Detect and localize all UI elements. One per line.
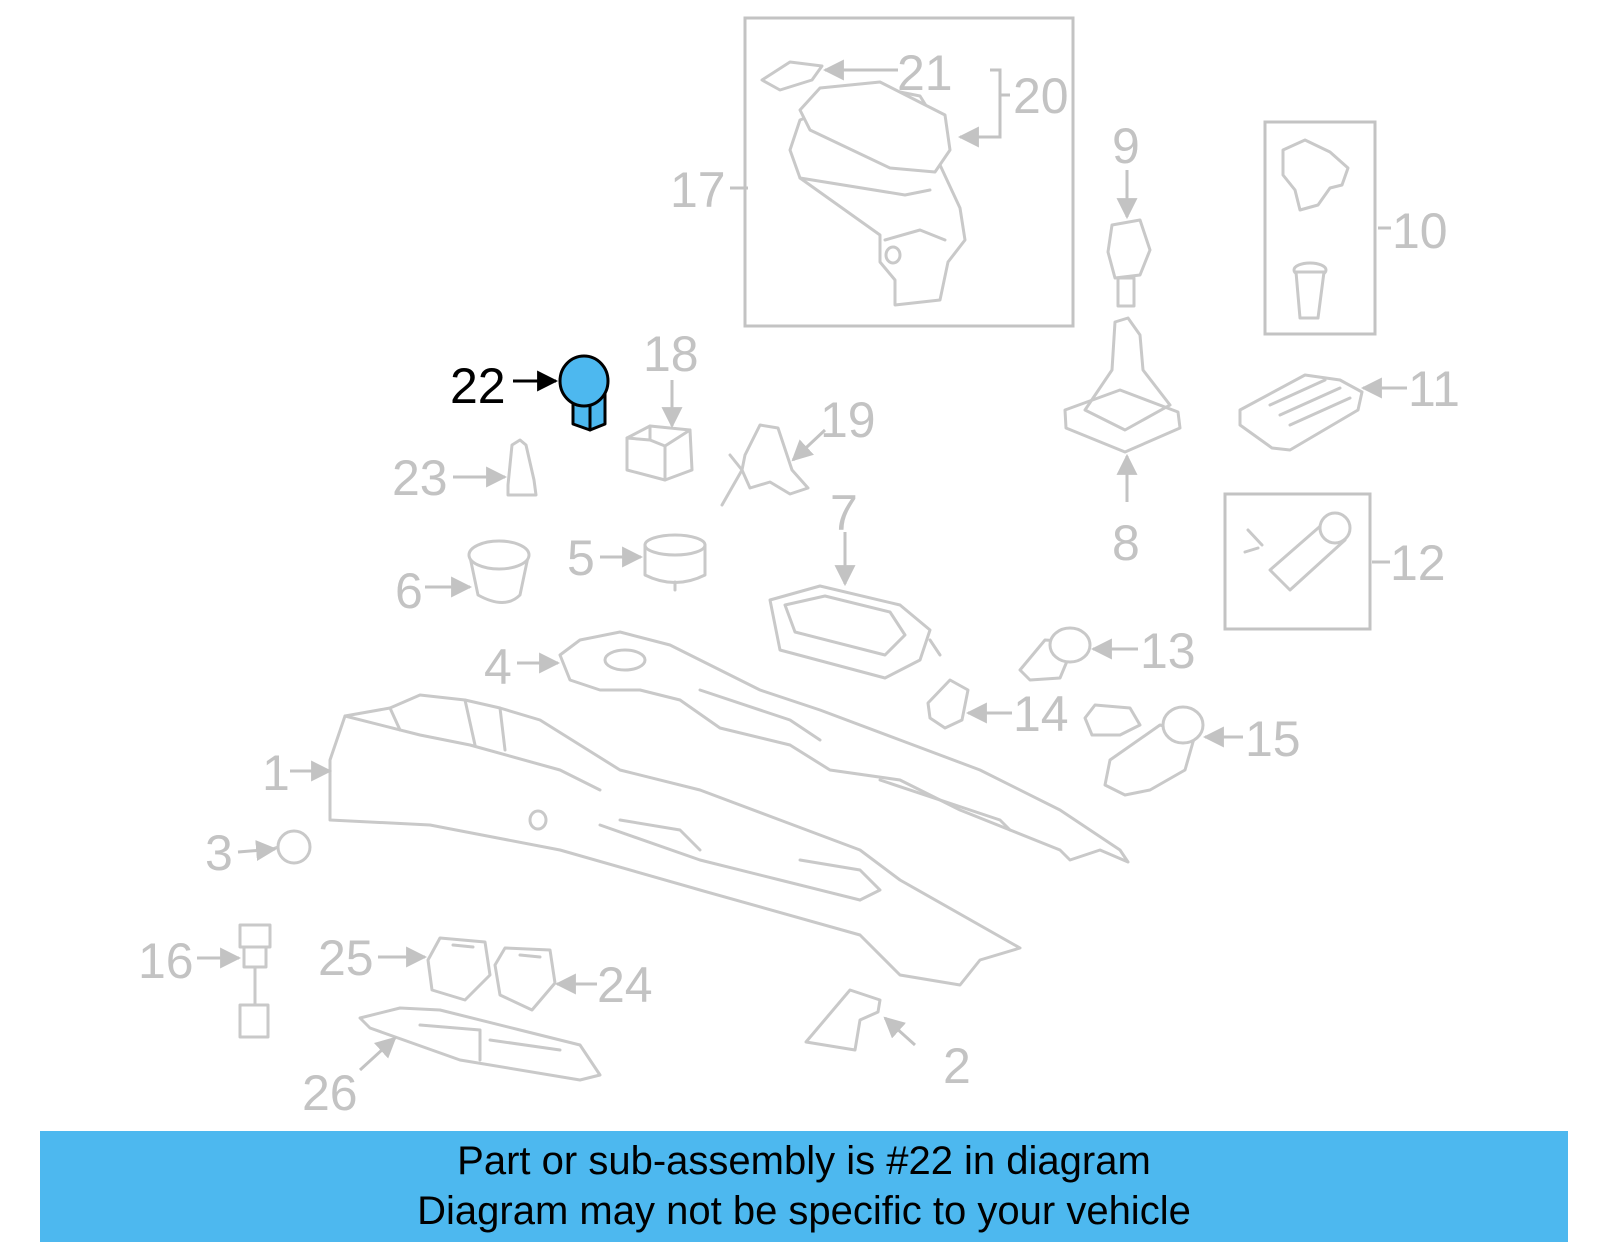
part-10-knob-assembly[interactable] [1281, 138, 1350, 320]
part-19-bracket[interactable] [720, 423, 810, 507]
callout-13: 13 [1140, 623, 1196, 679]
part-23-post[interactable] [506, 438, 538, 497]
part-1-console-body[interactable] [328, 693, 1022, 987]
callout-23: 23 [392, 450, 448, 506]
callout-3: 3 [205, 825, 233, 881]
callout-2: 2 [943, 1038, 971, 1094]
part-8-shift-boot[interactable] [1063, 316, 1182, 454]
callout-20: 20 [1013, 68, 1069, 124]
part-11-shifter-cover[interactable] [1238, 373, 1364, 452]
part-4-trim-panel[interactable] [558, 630, 1130, 864]
part-22-highlighted[interactable] [558, 354, 610, 432]
callout-6: 6 [395, 563, 423, 619]
part-9-shift-knob[interactable] [1106, 218, 1152, 308]
callout-25: 25 [318, 930, 374, 986]
part-7-storage-tray[interactable] [768, 584, 942, 680]
callout-7: 7 [830, 485, 858, 541]
callout-15: 15 [1245, 711, 1301, 767]
part-21-lid-trim[interactable] [760, 60, 824, 92]
callout-19: 19 [820, 392, 876, 448]
part-17-armrest[interactable] [788, 80, 967, 307]
callout-22: 22 [450, 358, 506, 414]
callout-21: 21 [897, 45, 953, 101]
callout-12: 12 [1390, 535, 1446, 591]
info-banner: Part or sub-assembly is #22 in diagram D… [40, 1131, 1568, 1242]
part-18-switch[interactable] [625, 424, 694, 482]
callout-5: 5 [567, 530, 595, 586]
callout-11: 11 [1408, 361, 1460, 417]
part-2-trim-piece[interactable] [804, 988, 882, 1052]
banner-line-part-number: Part or sub-assembly is #22 in diagram [457, 1139, 1151, 1183]
part-15-socket-assembly[interactable] [1083, 703, 1205, 797]
shift-knob-group-frame [1263, 120, 1377, 336]
part-3-clip[interactable] [268, 829, 312, 865]
part-13-socket[interactable] [1018, 626, 1092, 682]
callout-4: 4 [484, 639, 512, 695]
callout-16: 16 [138, 933, 194, 989]
callout-17: 17 [670, 162, 726, 218]
part-14-plug[interactable] [926, 678, 970, 730]
part-5-cup-insert[interactable] [643, 533, 707, 592]
socket-group-frame [1223, 492, 1372, 631]
callout-10: 10 [1392, 203, 1448, 259]
leader-lines [197, 59, 1407, 1072]
part-12-power-socket[interactable] [1243, 511, 1352, 592]
part-6-cup-holder[interactable] [467, 539, 531, 604]
callout-9: 9 [1112, 118, 1140, 174]
armrest-group-frame [743, 16, 1075, 328]
part-16-sensor[interactable] [238, 923, 272, 1039]
part-24-switch[interactable] [493, 946, 557, 1012]
callout-26: 26 [302, 1065, 358, 1121]
part-25-switch[interactable] [426, 936, 492, 1002]
callout-24: 24 [597, 957, 653, 1013]
part-26-switch-panel[interactable] [358, 1006, 602, 1082]
callout-14: 14 [1013, 686, 1069, 742]
callout-8: 8 [1112, 515, 1140, 571]
callout-1: 1 [262, 745, 290, 801]
banner-line-disclaimer: Diagram may not be specific to your vehi… [417, 1189, 1191, 1233]
callout-18: 18 [643, 326, 699, 382]
